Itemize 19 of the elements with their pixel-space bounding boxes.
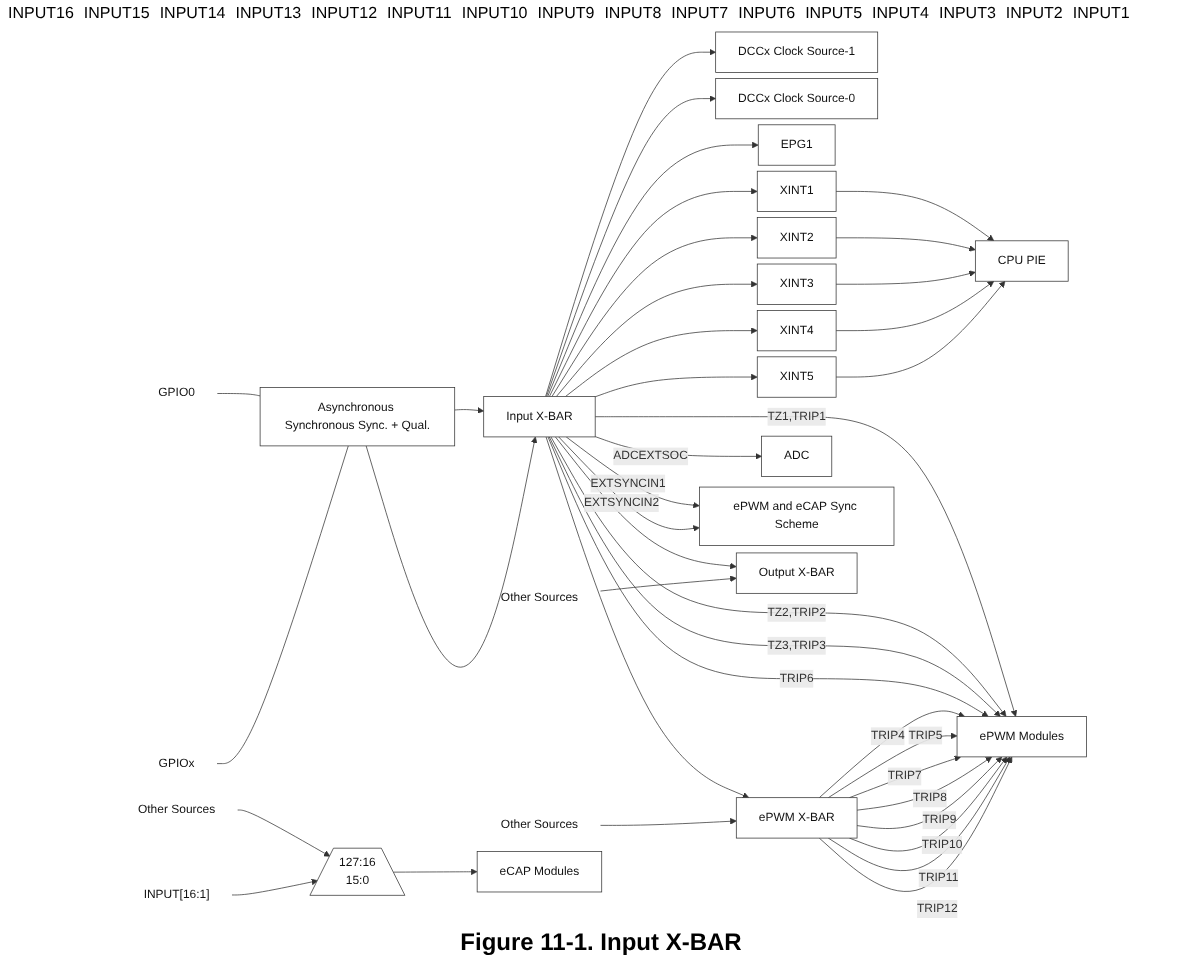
signal-label: INPUT4	[872, 4, 929, 22]
figure-caption: Figure 11-1. Input X-BAR	[458, 926, 744, 960]
signal-label: INPUT9	[537, 4, 595, 22]
signal-label: INPUT12	[311, 4, 378, 22]
signal-label: INPUT14	[159, 4, 226, 22]
signal-label: INPUT13	[235, 4, 302, 22]
connector	[216, 445, 349, 764]
signal-label: INPUT1	[1072, 4, 1130, 22]
connector	[216, 393, 261, 397]
signal-label: INPUT6	[738, 4, 796, 22]
signal-label: INPUT3	[938, 4, 996, 22]
signal-label: INPUT5	[805, 4, 863, 22]
signal-label: INPUT10	[461, 4, 528, 22]
signal-label: INPUT8	[604, 4, 662, 22]
signal-label: INPUT11	[387, 4, 452, 22]
signal-label: INPUT16	[8, 4, 74, 22]
signal-label: INPUT15	[83, 4, 150, 22]
signal-label: INPUT2	[1005, 4, 1063, 22]
signal-label: INPUT7	[671, 4, 729, 22]
